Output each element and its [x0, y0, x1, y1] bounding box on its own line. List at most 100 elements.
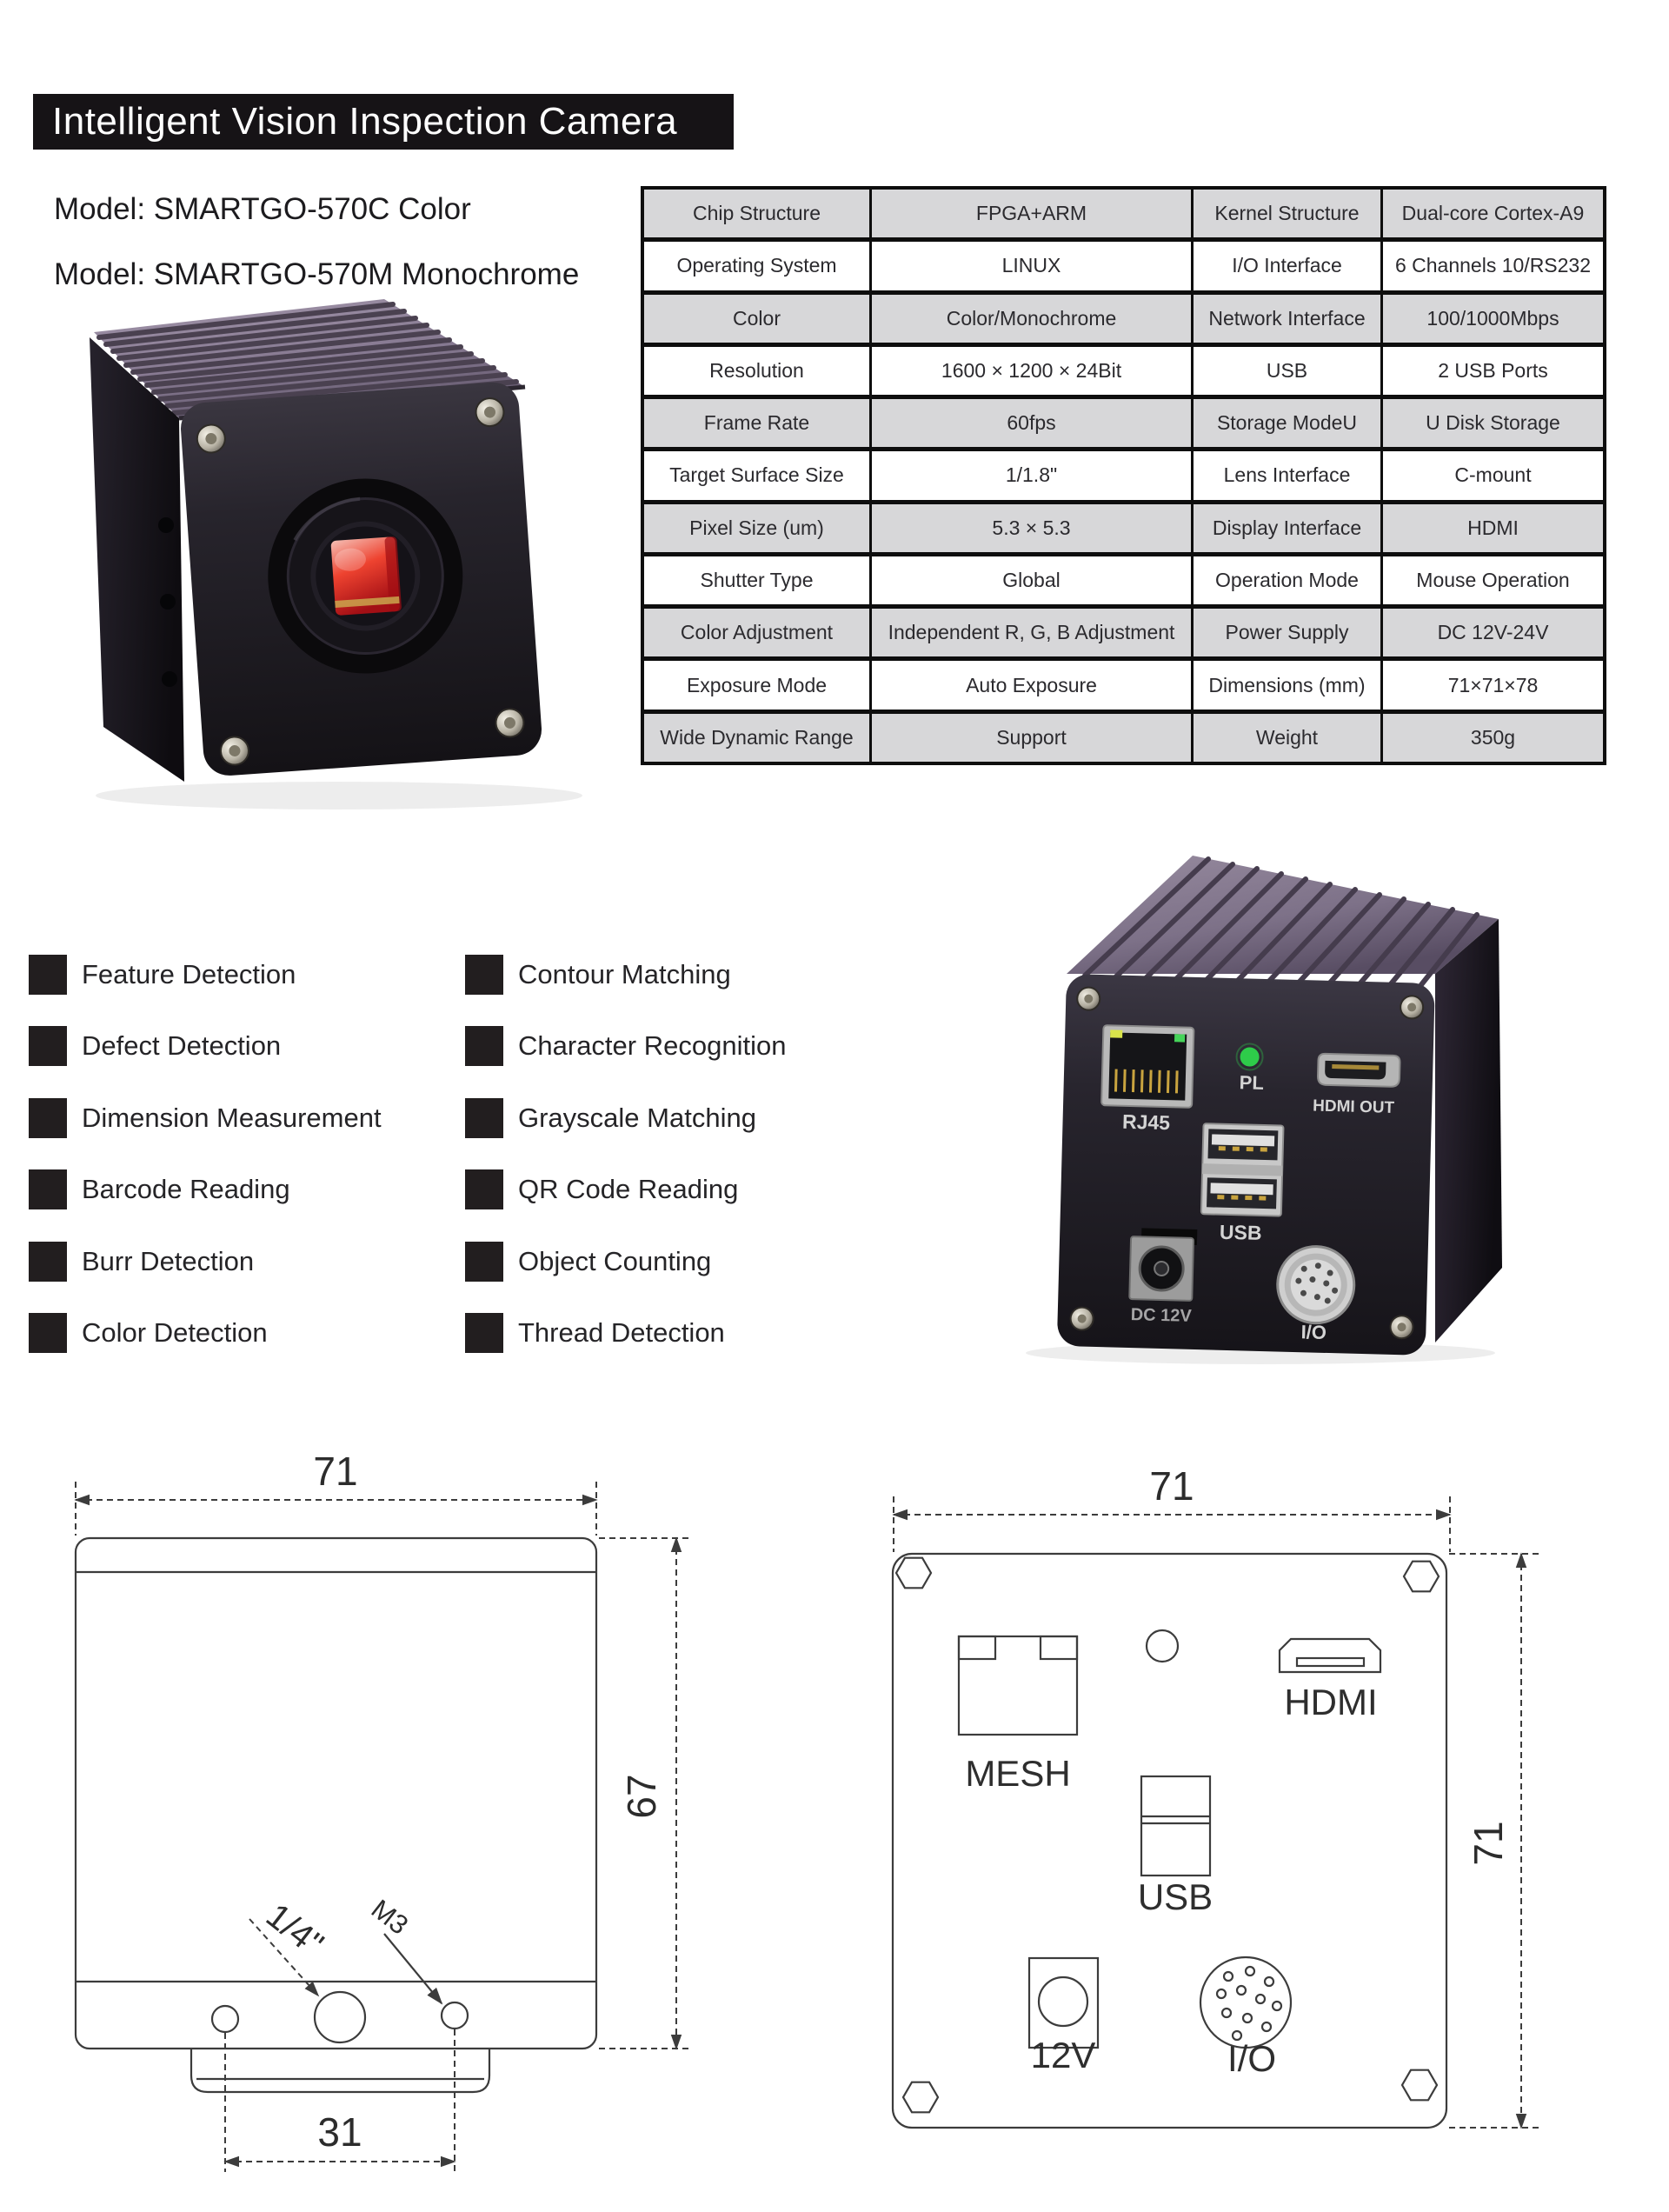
back-dimension-drawing: 71 MESH HDMI USB 12V: [891, 1463, 1543, 2129]
bullet-square: [29, 954, 67, 995]
spec-value: Support: [872, 713, 1191, 762]
feature-item: Defect Detection: [29, 1026, 382, 1067]
side-hole: [160, 594, 176, 610]
io-label: I/O: [1300, 1321, 1327, 1343]
feature-item: Grayscale Matching: [465, 1097, 786, 1138]
corner-screw-hex: [1402, 1560, 1440, 1593]
corner-screws: [196, 397, 525, 766]
mount-hole-left: [210, 2004, 240, 2034]
feature-item: Barcode Reading: [29, 1169, 382, 1210]
feature-label: Burr Detection: [82, 1245, 255, 1276]
bullet-square: [29, 1313, 67, 1353]
rj45-led-green: [1174, 1034, 1186, 1043]
12v-label: 12V: [1031, 2035, 1096, 2075]
width-dimension: 71: [74, 1449, 598, 1536]
spec-row: Exposure Mode Auto Exposure Dimensions (…: [644, 661, 1603, 710]
io-connector-symbol: I/O: [1199, 1955, 1293, 2079]
model-line-monochrome: Model: SMARTGO-570M Monochrome: [54, 257, 580, 291]
spec-row: Shutter Type Global Operation Mode Mouse…: [644, 556, 1603, 605]
right-side-face: [1435, 919, 1502, 1343]
dim-width-label: 71: [1149, 1463, 1194, 1509]
dc-jack: DC 12V: [1128, 1228, 1198, 1326]
quarter-inch-label: 1/4": [259, 1896, 330, 1964]
rj45-port: RJ45: [1100, 1024, 1195, 1134]
mesh-label: MESH: [965, 1753, 1070, 1794]
spec-value: C-mount: [1383, 451, 1603, 500]
corner-screw-hex: [1400, 2069, 1439, 2102]
feature-item: Feature Detection: [29, 954, 382, 995]
title-bar: Intelligent Vision Inspection Camera: [33, 94, 734, 150]
mount-hole-m3: [440, 2001, 469, 2030]
spec-row: Pixel Size (um) 5.3 × 5.3 Display Interf…: [644, 503, 1603, 552]
feature-label: Contour Matching: [518, 958, 731, 989]
rj45-led-yellow: [1110, 1029, 1123, 1038]
feature-label: Dimension Measurement: [82, 1102, 382, 1133]
feature-label: Barcode Reading: [82, 1174, 290, 1204]
spec-value: 1600 × 1200 × 24Bit: [872, 346, 1191, 396]
back-panel-face: RJ45 PL HDMI OUT: [1057, 974, 1435, 1356]
spec-label: USB: [1194, 346, 1380, 396]
spec-row: Wide Dynamic Range Support Weight 350g: [644, 713, 1603, 762]
hdmi-out-label: HDMI OUT: [1313, 1096, 1395, 1116]
bullet-square: [465, 1097, 503, 1138]
feature-label: Thread Detection: [518, 1317, 725, 1348]
feature-item: Burr Detection: [29, 1241, 382, 1282]
feature-label: Feature Detection: [82, 958, 296, 989]
m3-callout: M3: [366, 1894, 443, 2005]
spec-label: Frame Rate: [644, 399, 869, 448]
spec-label: Operating System: [644, 242, 869, 290]
spec-value: 100/1000Mbps: [1383, 294, 1603, 343]
spec-value: Dual-core Cortex-A9: [1383, 190, 1603, 238]
spec-value: LINUX: [872, 242, 1191, 290]
left-side-face: [90, 337, 184, 782]
usb-label: USB: [1220, 1221, 1262, 1244]
spec-value: 60fps: [872, 399, 1191, 448]
bullet-square: [29, 1097, 67, 1138]
bullet-square: [29, 1169, 67, 1209]
dim-spacing-label: 31: [317, 2109, 362, 2155]
camera-shadow: [96, 782, 582, 810]
spec-row: Chip Structure FPGA+ARM Kernel Structure…: [644, 190, 1603, 238]
pl-label: PL: [1239, 1071, 1264, 1094]
dim-width-label: 71: [313, 1449, 357, 1494]
front-camera-photo: [90, 299, 582, 810]
spec-value: 6 Channels 10/RS232: [1383, 242, 1603, 290]
spec-label: Operation Mode: [1194, 556, 1380, 605]
front-face: [181, 382, 542, 776]
dc-12v-label: DC 12V: [1130, 1305, 1192, 1326]
feature-label: Object Counting: [518, 1245, 712, 1276]
page-title: Intelligent Vision Inspection Camera: [52, 100, 678, 143]
spec-label: Shutter Type: [644, 556, 869, 605]
feature-label: Grayscale Matching: [518, 1102, 756, 1133]
spec-label: Kernel Structure: [1194, 190, 1380, 238]
camera-front-outline: [74, 1536, 598, 2094]
hdmi-port: HDMI OUT: [1313, 1052, 1401, 1117]
spec-label: Target Surface Size: [644, 451, 869, 500]
dim-height-label: 71: [1466, 1821, 1511, 1865]
feature-label: Defect Detection: [82, 1030, 282, 1061]
width-dimension: 71: [892, 1463, 1452, 1552]
bullet-square: [29, 1241, 67, 1282]
spec-label: Power Supply: [1194, 609, 1380, 657]
feature-item: Contour Matching: [465, 954, 786, 995]
feature-item: Color Detection: [29, 1313, 382, 1354]
usb-label: USB: [1138, 1876, 1213, 1917]
model-line-color: Model: SMARTGO-570C Color: [54, 192, 471, 226]
bullet-square: [465, 1026, 503, 1066]
hole-spacing-dimension: 31: [223, 2029, 456, 2172]
spec-label: Wide Dynamic Range: [644, 713, 869, 762]
heatsink-fins: [1082, 856, 1479, 1006]
spec-label: Color Adjustment: [644, 609, 869, 657]
back-camera-photo: RJ45 PL HDMI OUT: [1026, 856, 1502, 1364]
spec-label: Color: [644, 294, 869, 343]
spec-label: Network Interface: [1194, 294, 1380, 343]
hdmi-port-symbol: HDMI: [1278, 1637, 1382, 1722]
feature-label: QR Code Reading: [518, 1174, 739, 1204]
bullet-square: [29, 1026, 67, 1066]
spec-row: Operating System LINUX I/O Interface 6 C…: [644, 242, 1603, 290]
io-connector: I/O: [1276, 1245, 1356, 1343]
dim-height-label: 67: [619, 1774, 664, 1818]
usb-port-symbol: USB: [1138, 1775, 1213, 1917]
spec-value: DC 12V-24V: [1383, 609, 1603, 657]
spec-table: Chip Structure FPGA+ARM Kernel Structure…: [641, 186, 1606, 765]
